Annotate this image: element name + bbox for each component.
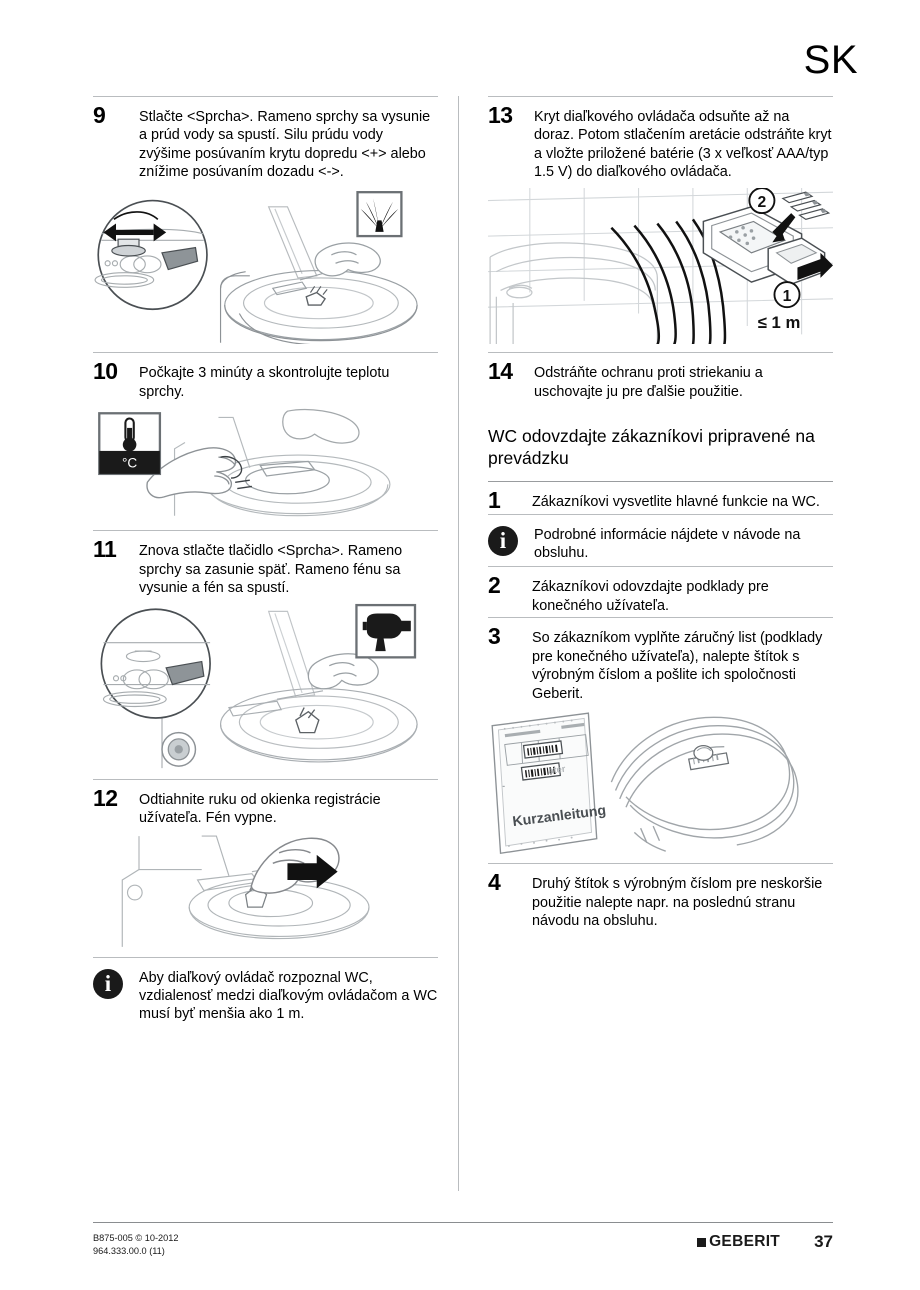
distance-label: ≤ 1 m bbox=[758, 313, 801, 332]
footer-document-info: B875-005 © 10-2012 964.333.00.0 (11) bbox=[93, 1232, 178, 1257]
info-note-left: i Aby diaľkový ovládač rozpoznal WC, vzd… bbox=[93, 958, 438, 1028]
step-rule bbox=[93, 96, 438, 97]
content-columns: 9 Stlačte <Sprcha>. Rameno sprchy sa vys… bbox=[93, 96, 833, 1028]
callout-2: 2 bbox=[748, 187, 776, 214]
step-14-number: 14 bbox=[488, 358, 513, 385]
step-14: 14 Odstráňte ochranu proti striekaniu a … bbox=[488, 353, 833, 403]
figure-hand-moving-away-from-sensor bbox=[93, 834, 438, 949]
page-footer: B875-005 © 10-2012 964.333.00.0 (11) GEB… bbox=[93, 1232, 833, 1257]
figure-toilet-shower-arm-slider-detail bbox=[93, 188, 438, 345]
step-r4-text: Druhý štítok s výrobným číslom pre nesko… bbox=[532, 876, 823, 930]
step-11-number: 11 bbox=[93, 536, 117, 563]
step-9: 9 Stlačte <Sprcha>. Rameno sprchy sa vys… bbox=[93, 97, 438, 184]
step-10: 10 Počkajte 3 minúty a skontrolujte tepl… bbox=[93, 353, 438, 403]
note-rule bbox=[488, 513, 833, 515]
step-12-number: 12 bbox=[93, 784, 118, 811]
step-r2-number: 2 bbox=[488, 572, 501, 599]
step-11: 11 Znova stlačte tlačidlo <Sprcha>. Rame… bbox=[93, 531, 438, 599]
step-r3: 3 So zákazníkom vyplňte záručný list (po… bbox=[488, 618, 833, 705]
info-icon-glyph: i bbox=[93, 968, 123, 999]
step-rule bbox=[488, 617, 833, 619]
footer-rule bbox=[93, 1222, 833, 1223]
figure-toilet-dryer-arm-slider-detail bbox=[93, 603, 438, 770]
step-r4-number: 4 bbox=[488, 869, 501, 896]
step-14-text: Odstráňte ochranu proti striekaniu a usc… bbox=[534, 365, 763, 400]
info-note-right-text: Podrobné informácie nájdete v návode na … bbox=[534, 526, 801, 562]
step-11-text: Znova stlačte tlačidlo <Sprcha>. Rameno … bbox=[139, 543, 403, 597]
step-r4: 4 Druhý štítok s výrobným číslom pre nes… bbox=[488, 864, 833, 932]
info-icon: i bbox=[488, 524, 534, 556]
svg-text:2: 2 bbox=[758, 193, 767, 210]
step-12: 12 Odtiahnite ruku od okienka registráci… bbox=[93, 780, 438, 830]
step-rule bbox=[93, 778, 438, 780]
info-icon: i bbox=[93, 967, 139, 999]
callout-1: 1 bbox=[773, 280, 801, 308]
figure-remote-control-battery-installation: 2 1 ≤ 1 m bbox=[488, 187, 833, 345]
step-rule bbox=[488, 352, 833, 354]
footer-doc-code: B875-005 © 10-2012 bbox=[93, 1233, 179, 1243]
step-rule bbox=[93, 352, 438, 354]
column-divider bbox=[458, 96, 459, 1191]
step-rule bbox=[488, 481, 833, 483]
step-rule bbox=[488, 566, 833, 568]
step-r1-text: Zákazníkovi vysvetlite hlavné funkcie na… bbox=[532, 494, 820, 511]
step-r2: 2 Zákazníkovi odovzdajte podklady pre ko… bbox=[488, 567, 833, 617]
step-13-text: Kryt diaľkového ovládača odsuňte až na d… bbox=[534, 109, 832, 181]
step-r1-number: 1 bbox=[488, 487, 501, 514]
geberit-wordmark: GEBERIT bbox=[709, 1233, 781, 1250]
footer-doc-number: 964.333.00.0 (11) bbox=[93, 1245, 165, 1256]
thermometer-unit-label: °C bbox=[122, 456, 137, 471]
language-code-badge: SK bbox=[803, 38, 858, 82]
right-column: 13 Kryt diaľkového ovládača odsuňte až n… bbox=[458, 96, 833, 1028]
geberit-logo: GEBERIT bbox=[697, 1233, 780, 1251]
step-10-text: Počkajte 3 minúty a skontrolujte teplotu… bbox=[139, 365, 390, 400]
step-rule bbox=[93, 530, 438, 532]
step-rule bbox=[488, 863, 833, 865]
step-r1: 1 Zákazníkovi vysvetlite hlavné funkcie … bbox=[488, 482, 833, 513]
section-heading: WC odovzdajte zákazníkovi pripravené na … bbox=[488, 426, 815, 469]
step-9-text: Stlačte <Sprcha>. Rameno sprchy sa vysun… bbox=[139, 109, 431, 181]
step-13-number: 13 bbox=[488, 102, 513, 128]
info-note-left-text: Aby diaľkový ovládač rozpoznal WC, vzdia… bbox=[139, 969, 438, 1023]
geberit-square-icon bbox=[697, 1237, 707, 1247]
step-9-number: 9 bbox=[93, 102, 106, 128]
svg-text:1: 1 bbox=[783, 288, 792, 305]
info-icon-glyph: i bbox=[488, 525, 518, 556]
figure-warranty-card-and-toilet-lid-label: ater Kurzanleitung bbox=[488, 709, 833, 855]
note-rule bbox=[93, 956, 438, 958]
footer-brand-area: GEBERIT 37 bbox=[697, 1232, 833, 1252]
step-r3-text: So zákazníkom vyplňte záručný list (podk… bbox=[532, 630, 823, 702]
step-10-number: 10 bbox=[93, 358, 118, 385]
step-12-text: Odtiahnite ruku od okienka registrácie u… bbox=[139, 791, 381, 827]
step-rule bbox=[488, 96, 833, 97]
info-note-right: i Podrobné informácie nájdete v návode n… bbox=[488, 515, 833, 567]
left-column: 9 Stlačte <Sprcha>. Rameno sprchy sa vys… bbox=[93, 96, 458, 1028]
svg-text:ater: ater bbox=[548, 763, 567, 776]
step-r2-text: Zákazníkovi odovzdajte podklady pre kone… bbox=[532, 579, 769, 614]
step-13: 13 Kryt diaľkového ovládača odsuňte až n… bbox=[488, 97, 833, 184]
step-r3-number: 3 bbox=[488, 623, 501, 650]
figure-thermometer-hand-checking-temperature: °C bbox=[93, 407, 438, 522]
page-number: 37 bbox=[814, 1232, 833, 1251]
